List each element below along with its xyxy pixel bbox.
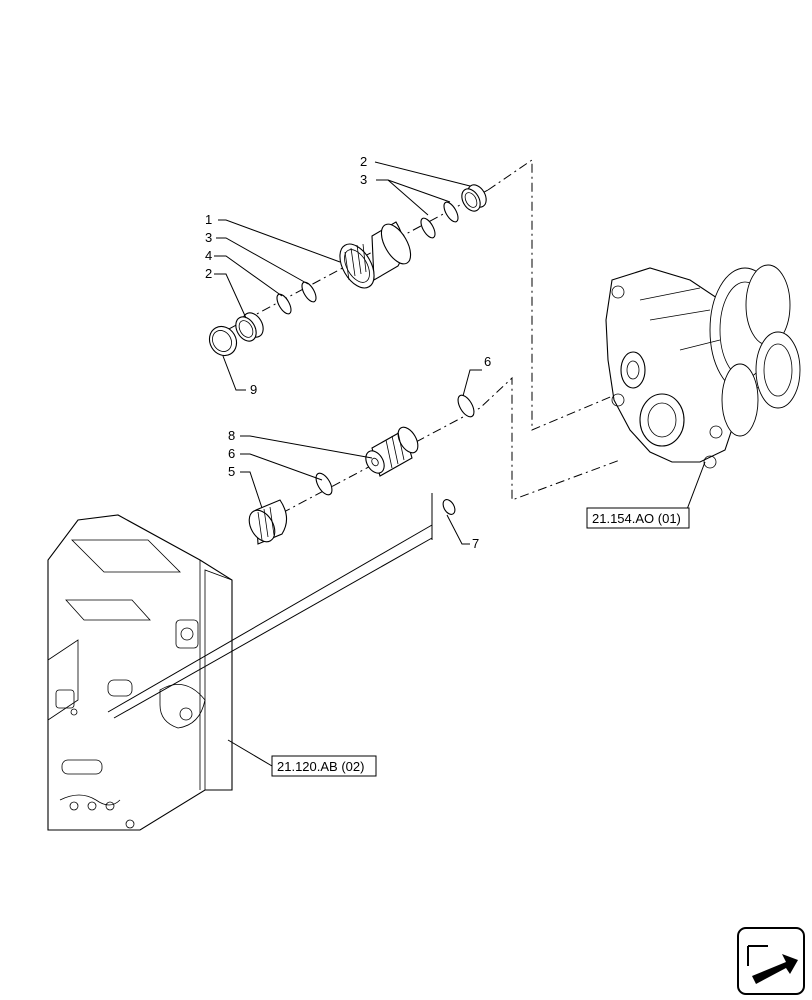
arrow-return-icon[interactable] bbox=[737, 927, 805, 995]
ref-housing-box[interactable]: 21.120.AB (02) bbox=[271, 755, 377, 777]
ref-gearbox-box[interactable]: 21.154.AO (01) bbox=[586, 507, 690, 529]
callout-6-left: 6 bbox=[228, 446, 235, 461]
ref-housing-label[interactable]: 21.120.AB (02) bbox=[277, 759, 364, 774]
callout-9: 9 bbox=[250, 382, 257, 397]
part-pin bbox=[431, 493, 456, 540]
gearbox-assembly bbox=[605, 264, 801, 469]
callout-2-top: 2 bbox=[360, 154, 367, 169]
callout-1: 1 bbox=[205, 212, 212, 227]
transmission-housing bbox=[47, 514, 233, 831]
part-snap-rings-mid bbox=[276, 281, 317, 315]
callout-leaders bbox=[214, 161, 706, 767]
part-snap-ring-left bbox=[315, 472, 333, 496]
part-seal-ring bbox=[208, 325, 238, 357]
part-bushing-left bbox=[235, 312, 264, 342]
callout-8: 8 bbox=[228, 428, 235, 443]
callout-3-mid: 3 bbox=[205, 230, 212, 245]
ref-gearbox-label[interactable]: 21.154.AO (01) bbox=[592, 511, 681, 526]
part-bushing-top bbox=[461, 184, 487, 212]
part-snap-rings-top bbox=[420, 201, 459, 239]
callout-numbers: 2 3 1 3 4 2 9 6 8 6 5 7 bbox=[205, 154, 491, 551]
pin-leader bbox=[107, 524, 433, 713]
part-needle-bearing bbox=[248, 499, 288, 545]
part-pinion-shaft bbox=[365, 426, 419, 477]
callout-3-top: 3 bbox=[360, 172, 367, 187]
callout-5: 5 bbox=[228, 464, 235, 479]
callout-7: 7 bbox=[472, 536, 479, 551]
callout-4: 4 bbox=[205, 248, 212, 263]
part-snap-ring-right bbox=[457, 394, 475, 418]
callout-2-left: 2 bbox=[205, 266, 212, 281]
assembly-axes bbox=[211, 159, 621, 523]
part-needle-cage-gear bbox=[339, 221, 412, 289]
callout-6-right: 6 bbox=[484, 354, 491, 369]
